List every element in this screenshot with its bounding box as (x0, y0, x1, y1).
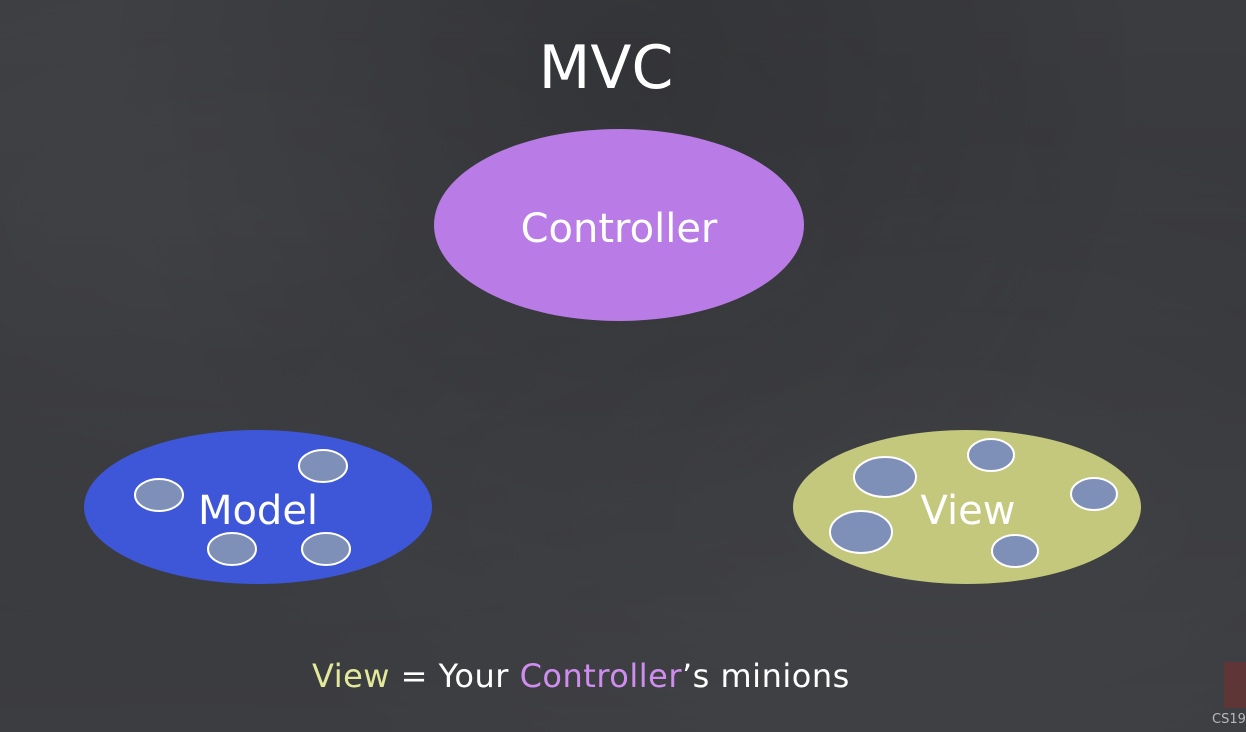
caption-your: Your (438, 657, 509, 695)
view-minion (829, 510, 893, 554)
course-code: CS19 (1212, 712, 1246, 727)
model-minion (301, 532, 351, 566)
caption-equals: = (400, 657, 428, 695)
caption-suffix: ’s minions (681, 657, 850, 695)
model-label: Model (198, 488, 318, 534)
view-minion (853, 456, 917, 498)
view-minion (1070, 477, 1118, 511)
model-minion (298, 449, 348, 483)
model-minion (134, 478, 184, 512)
slide-caption: View = Your Controller’s minions (312, 652, 850, 700)
controller-label: Controller (521, 206, 718, 252)
model-minion (207, 532, 257, 566)
caption-controller-word: Controller (519, 657, 682, 695)
view-minion (991, 534, 1039, 568)
university-logo-icon (1224, 662, 1246, 708)
view-minion (967, 438, 1015, 472)
slide-title: MVC (539, 33, 674, 103)
view-label: View (921, 488, 1016, 534)
controller-ellipse (434, 129, 804, 321)
caption-view-word: View (312, 657, 390, 695)
